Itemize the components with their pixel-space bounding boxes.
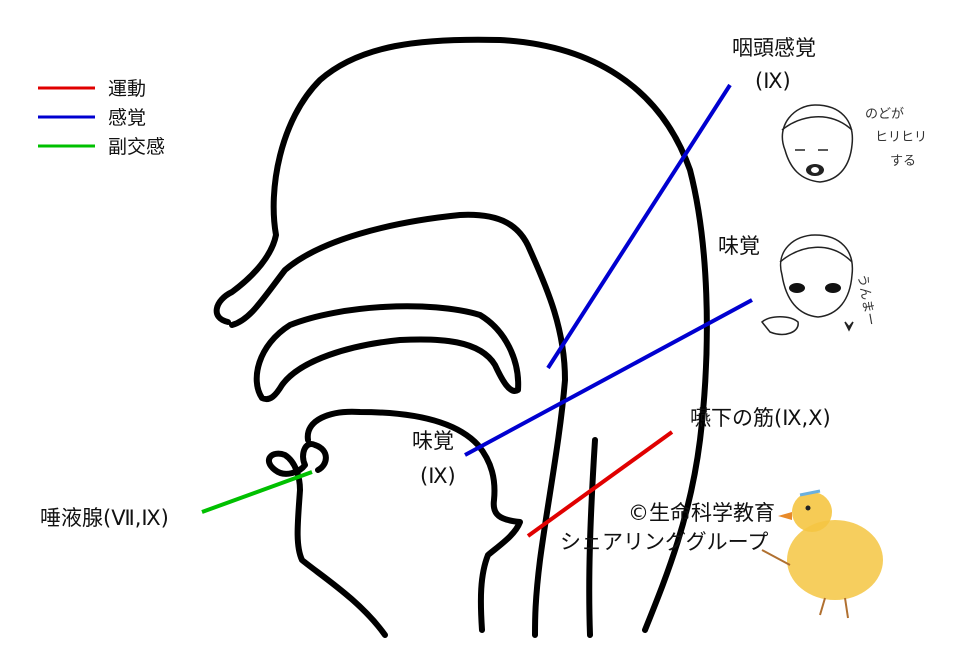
taste-nerve-label: (Ⅸ) — [420, 464, 456, 488]
pharynx-sensation-nerve-label: (Ⅸ) — [755, 69, 791, 93]
spine-front — [586, 437, 598, 638]
swallow-muscle-label: 嚥下の筋(Ⅸ,Ⅹ) — [690, 406, 831, 430]
head-outer-contour — [213, 36, 710, 633]
eating-cartoon: うんまー — [760, 234, 878, 336]
yummy-text: うんまー — [854, 273, 878, 327]
palate — [253, 303, 522, 403]
copyright-line2: シェアリンググループ — [560, 530, 768, 554]
throat-text-3: する — [890, 154, 916, 169]
taste-label: 味覚 — [412, 429, 454, 453]
throat-text-2: ヒリヒリ — [875, 130, 927, 145]
copyright-line1: ©生命科学教育 — [628, 501, 775, 525]
chick-drawing — [761, 489, 883, 619]
sore-throat-cartoon: のどが ヒリヒリ する — [781, 104, 927, 183]
tongue-and-jaw — [304, 408, 523, 633]
throat-text-1: のどが — [865, 107, 904, 122]
legend-label-motor: 運動 — [108, 78, 146, 100]
salivary-label: 唾液腺(Ⅶ,Ⅸ) — [40, 506, 169, 530]
taste-label-right: 味覚 — [718, 234, 760, 258]
legend: 運動 感覚 副交感 — [38, 78, 165, 158]
lips — [266, 441, 388, 638]
legend-label-sensory: 感覚 — [108, 107, 146, 129]
nasal-cavity-floor — [229, 211, 568, 638]
pharynx-sensation-line — [546, 83, 732, 370]
taste-line — [464, 298, 753, 457]
head-outline — [213, 36, 710, 638]
legend-label-parasympathetic: 副交感 — [108, 136, 165, 158]
pharynx-sensation-label: 咽頭感覚 — [732, 36, 816, 60]
salivary-line — [201, 470, 313, 514]
swallow-muscle-line — [526, 430, 674, 538]
